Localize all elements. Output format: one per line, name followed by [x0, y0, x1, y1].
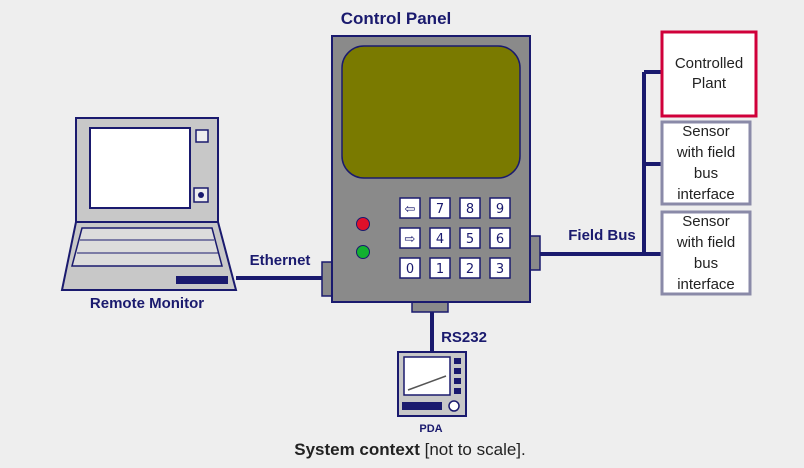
sensor-2: Sensor with field bus interface [660, 210, 752, 296]
keypad-key: 8 [459, 197, 481, 219]
remote-monitor-laptop: Remote Monitor [60, 117, 238, 312]
sensor-1-line: interface [677, 186, 735, 203]
keypad-key-label: 2 [466, 262, 474, 277]
pda-screen [403, 356, 451, 396]
keypad-key-box [429, 257, 451, 279]
keypad-key-label: 8 [466, 202, 474, 217]
controlled-plant: Controlled Plant [660, 30, 758, 118]
keypad-key-box [399, 197, 421, 219]
keypad-key-box [489, 257, 511, 279]
keypad-key: 6 [489, 227, 511, 249]
caption-bold: System context [294, 440, 420, 459]
sensor-1-line: bus [694, 165, 718, 182]
led-red [356, 217, 370, 231]
controlled-plant-line1: Controlled [675, 55, 743, 72]
sensor-1: Sensor with field bus interface [660, 120, 752, 206]
keypad-key-label: 7 [436, 202, 444, 217]
controlled-plant-line2: Plant [692, 75, 727, 92]
keypad-key-box [489, 227, 511, 249]
keypad-key-box [399, 227, 421, 249]
laptop-port [176, 276, 228, 284]
keypad-key: 7 [429, 197, 451, 219]
figure-caption: System context [not to scale]. [0, 440, 804, 460]
laptop-keyboard [71, 227, 223, 267]
keypad-key-label: 3 [496, 262, 504, 277]
ethernet-label: Ethernet [250, 252, 311, 269]
pda-stylus [407, 375, 447, 391]
keypad-key-box [429, 197, 451, 219]
rs232-label: RS232 [441, 329, 487, 346]
pda-bottom-bar [402, 402, 442, 410]
caption-rest: [not to scale]. [419, 440, 526, 459]
pda-device: PDA [397, 351, 467, 435]
sensor-2-line: bus [694, 255, 718, 272]
field-bus-label: Field Bus [568, 227, 636, 244]
keypad-key-box [429, 227, 451, 249]
pda-side-button [454, 358, 461, 364]
keypad-key: 2 [459, 257, 481, 279]
keypad-key: 9 [489, 197, 511, 219]
keypad-key-label: 5 [466, 232, 474, 247]
controlled-plant-box [660, 30, 758, 118]
keypad-key-box [459, 227, 481, 249]
sensor-2-line: Sensor [682, 213, 730, 230]
keypad-key: ⇨ [399, 227, 421, 249]
keypad-key: 1 [429, 257, 451, 279]
keypad-key: ⇦ [399, 197, 421, 219]
keypad-key-label: 1 [436, 262, 444, 277]
keypad: ⇦ 7 8 9 ⇨ 4 5 6 0 1 2 3 [399, 197, 511, 279]
remote-monitor-label: Remote Monitor [90, 295, 204, 312]
pda-side-button [454, 368, 461, 374]
sensor-2-line: interface [677, 276, 735, 293]
keypad-key-label: ⇨ [405, 232, 416, 247]
keypad-key-label: 0 [406, 262, 414, 277]
keypad-key: 3 [489, 257, 511, 279]
led-green [356, 245, 370, 259]
keypad-key-label: 9 [496, 202, 504, 217]
sensor-2-line: with field [676, 234, 735, 251]
keypad-key-box [399, 257, 421, 279]
control-panel: Control Panel ⇦ 7 8 9 ⇨ 4 5 6 0 1 2 3 [321, 9, 541, 313]
sensor-2-box [660, 210, 752, 296]
control-panel-screen [341, 45, 521, 179]
sensor-1-line: with field [676, 144, 735, 161]
sensor-1-line: Sensor [682, 123, 730, 140]
keypad-key-label: ⇦ [405, 202, 416, 217]
keypad-key: 0 [399, 257, 421, 279]
keypad-key-label: 4 [436, 232, 444, 247]
keypad-key-box [459, 257, 481, 279]
system-context-diagram: Remote Monitor Ethernet Control Panel ⇦ 7… [60, 9, 758, 435]
keypad-key-box [489, 197, 511, 219]
control-panel-title: Control Panel [341, 9, 452, 28]
pda-dpad [448, 400, 460, 412]
sensor-1-box [660, 120, 752, 206]
keypad-key-label: 6 [496, 232, 504, 247]
keypad-key: 4 [429, 227, 451, 249]
pda-label: PDA [419, 423, 442, 435]
pda-side-button [454, 388, 461, 394]
keypad-key-box [459, 197, 481, 219]
connections [236, 70, 662, 352]
keypad-key: 5 [459, 227, 481, 249]
laptop-power-dot [198, 192, 204, 198]
laptop-corner-square [195, 129, 209, 143]
laptop-screen [89, 127, 191, 209]
pda-side-button [454, 378, 461, 384]
